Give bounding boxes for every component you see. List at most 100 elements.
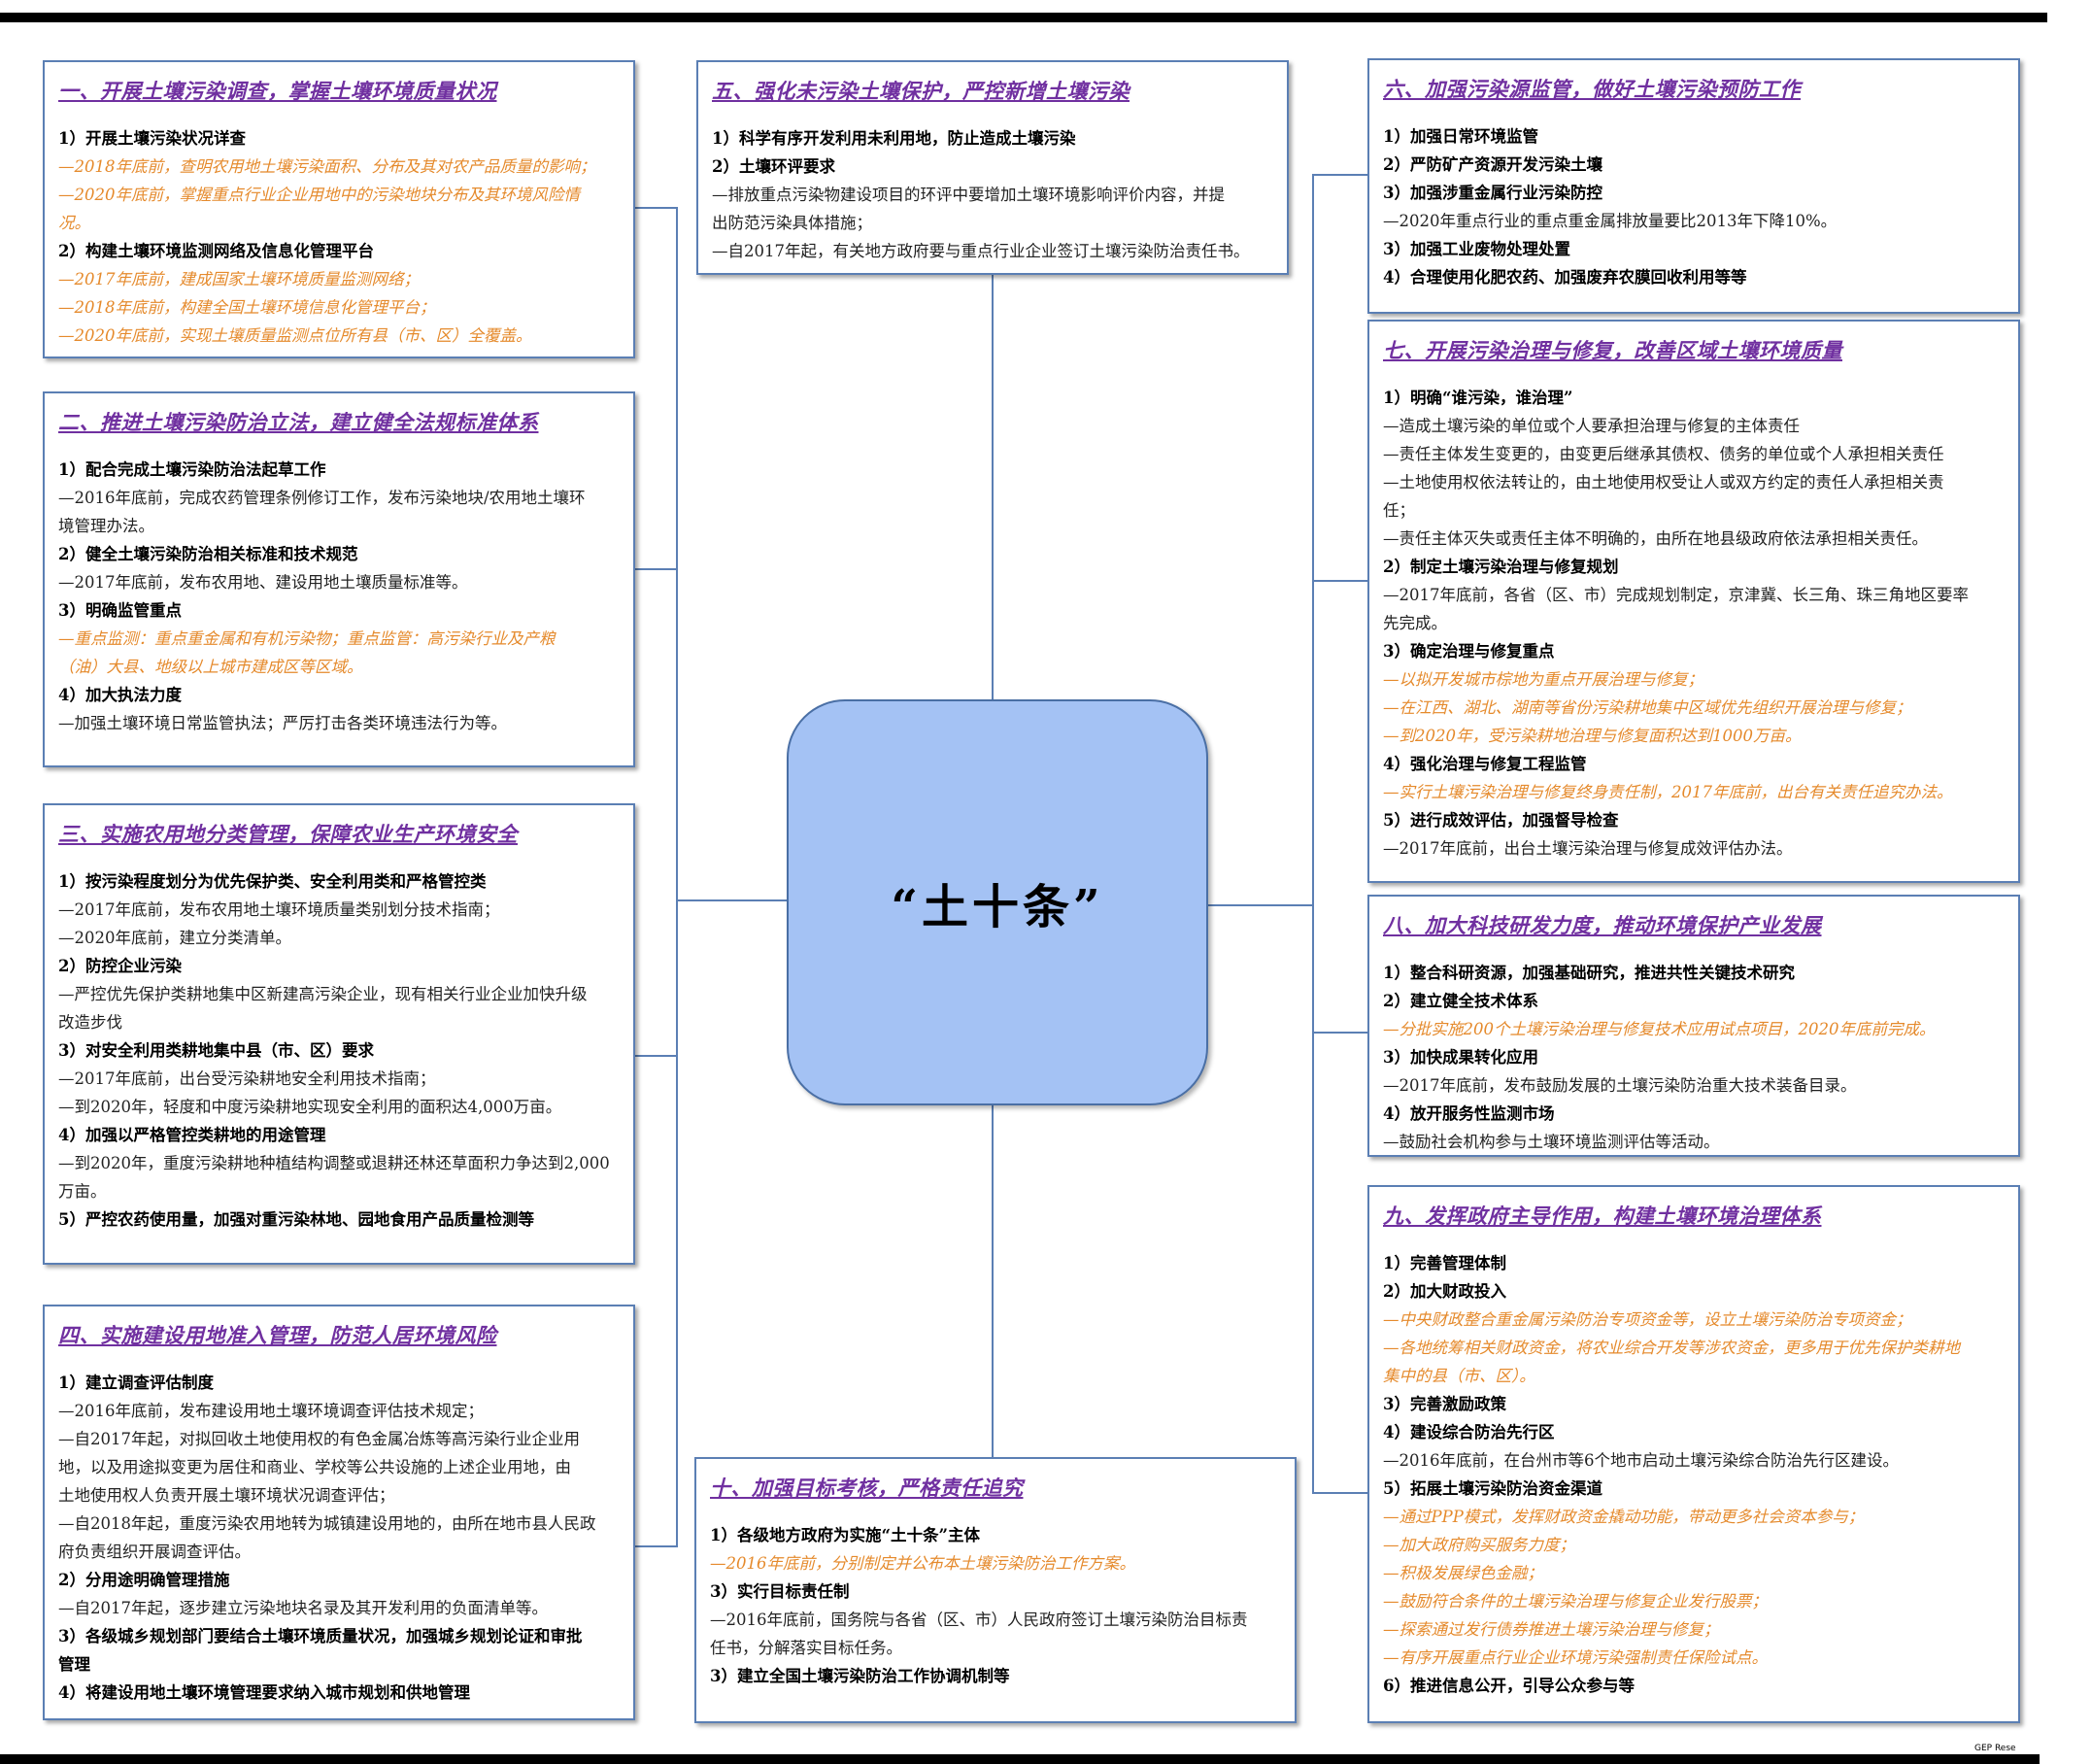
- item-detail: —排放重点污染物建设项目的环评中要增加土壤环境影响评价内容，并提: [712, 186, 1225, 204]
- item-detail: —2020年底前，建立分类清单。: [58, 929, 291, 947]
- item-detail: —2020年重点行业的重点重金属排放量要比2013年下降10%。: [1383, 212, 1838, 230]
- item-detail: —2018年底前，构建全国土壤环境信息化管理平台；: [58, 298, 436, 317]
- item-heading: 4）放开服务性监测市场: [1383, 1104, 1555, 1123]
- center-node: “土十条”: [787, 699, 1208, 1105]
- item-detail: —2018年底前，查明农用地土壤污染面积、分布及其对农产品质量的影响；: [58, 157, 596, 176]
- item-heading: 3）明确监管重点: [58, 601, 182, 620]
- item-detail: —严控优先保护类耕地集中区新建高污染企业，现有相关行业企业加快升级: [58, 985, 588, 1003]
- item-detail: 况。: [58, 214, 90, 232]
- item-detail: —2020年底前，掌握重点行业企业用地中的污染地块分布及其环境风险情: [58, 186, 580, 204]
- bottom-rule: [0, 1754, 2040, 1764]
- item-detail: —2020年底前，实现土壤质量监测点位所有县（市、区）全覆盖。: [58, 326, 532, 345]
- item-detail: —自2017年起，逐步建立污染地块名录及其开发利用的负面清单等。: [58, 1599, 548, 1617]
- item-heading: 4）加强以严格管控类耕地的用途管理: [58, 1126, 326, 1144]
- topic-title: 一、开展土壤污染调查，掌握土壤环境质量状况: [58, 79, 497, 103]
- item-heading: 1）完善管理体制: [1383, 1254, 1506, 1272]
- item-heading: 2）健全土壤污染防治相关标准和技术规范: [58, 545, 358, 563]
- item-detail: 府负责组织开展调查评估。: [58, 1543, 251, 1561]
- item-heading: 1）各级地方政府为实施“土十条”主体: [710, 1526, 980, 1544]
- item-detail: —有序开展重点行业企业环境污染强制责任保险试点。: [1383, 1648, 1768, 1667]
- item-detail: —土地使用权依法转让的，由土地使用权受让人或双方约定的责任人承担相关责: [1383, 473, 1944, 492]
- item-detail: —2016年底前，国务院与各省（区、市）人民政府签订土壤污染防治目标责: [710, 1611, 1248, 1629]
- item-detail: —自2018年起，重度污染农用地转为城镇建设用地的，由所在地市县人民政: [58, 1514, 596, 1533]
- item-detail: —鼓励社会机构参与土壤环境监测评估等活动。: [1383, 1133, 1720, 1151]
- item-detail: 境管理办法。: [58, 517, 154, 535]
- item-heading: 4）将建设用地土壤环境管理要求纳入城市规划和供地管理: [58, 1683, 470, 1702]
- item-detail: —中央财政整合重金属污染防治专项资金等，设立土壤污染防治专项资金；: [1383, 1310, 1912, 1329]
- item-heading: 管理: [58, 1655, 90, 1674]
- item-heading: 3）完善激励政策: [1383, 1395, 1506, 1413]
- topic-title: 六、加强污染源监管，做好土壤污染预防工作: [1383, 77, 1801, 101]
- item-detail: —重点监测：重点重金属和有机污染物；重点监管：高污染行业及产粮: [58, 629, 556, 648]
- item-detail: —2017年底前，发布鼓励发展的土壤污染防治重大技术装备目录。: [1383, 1076, 1857, 1095]
- item-heading: 3）加强涉重金属行业污染防控: [1383, 184, 1602, 202]
- item-heading: 4）加大执法力度: [58, 686, 182, 704]
- item-detail: —各地统筹相关财政资金，将农业综合开发等涉农资金，更多用于优先保护类耕地: [1383, 1339, 1960, 1357]
- item-heading: 3）各级城乡规划部门要结合土壤环境质量状况，加强城乡规划论证和审批: [58, 1627, 583, 1645]
- item-heading: 2）土壤环评要求: [712, 157, 835, 176]
- topic-box-8: 八、加大科技研发力度，推动环境保护产业发展 1）整合科研资源，加强基础研究，推进共…: [1367, 895, 2020, 1157]
- item-detail: —责任主体发生变更的，由变更后继承其债权、债务的单位或个人承担相关责任: [1383, 445, 1944, 463]
- item-heading: 1）科学有序开发利用未利用地，防止造成土壤污染: [712, 129, 1076, 148]
- watermark: GEP Rese: [1972, 1744, 2019, 1753]
- item-heading: 1）整合科研资源，加强基础研究，推进共性关键技术研究: [1383, 964, 1795, 982]
- item-detail: —自2017年起，对拟回收土地使用权的有色金属冶炼等高污染行业企业用: [58, 1430, 580, 1448]
- item-detail: —到2020年，重度污染耕地种植结构调整或退耕还林还草面积力争达到2,000: [58, 1154, 610, 1172]
- item-heading: 2）加大财政投入: [1383, 1282, 1506, 1301]
- item-heading: 1）明确“谁污染，谁治理”: [1383, 389, 1573, 407]
- topic-title: 八、加大科技研发力度，推动环境保护产业发展: [1383, 913, 1822, 937]
- item-heading: 3）对安全利用类耕地集中县（市、区）要求: [58, 1041, 374, 1060]
- item-detail: 任；: [1383, 501, 1415, 520]
- item-detail: —2016年底前，完成农药管理条例修订工作，发布污染地块/农用地土壤环: [58, 489, 586, 507]
- topic-box-9: 九、发挥政府主导作用，构建土壤环境治理体系 1）完善管理体制 2）加大财政投入 —中央…: [1367, 1185, 2020, 1723]
- item-heading: 2）防控企业污染: [58, 957, 182, 975]
- item-detail: —自2017年起，有关地方政府要与重点行业企业签订土壤污染防治责任书。: [712, 242, 1250, 260]
- item-heading: 4）合理使用化肥农药、加强废弃农膜回收利用等等: [1383, 268, 1747, 287]
- item-detail: —2017年底前，建成国家土壤环境质量监测网络；: [58, 270, 420, 288]
- item-heading: 4）强化治理与修复工程监管: [1383, 755, 1587, 773]
- topic-title: 四、实施建设用地准入管理，防范人居环境风险: [58, 1323, 497, 1347]
- item-detail: —到2020年，受污染耕地治理与修复面积达到1000万亩。: [1383, 727, 1802, 745]
- topic-box-7: 七、开展污染治理与修复，改善区域土壤环境质量 1）明确“谁污染，谁治理” —造成土壤…: [1367, 320, 2020, 883]
- item-heading: 2）分用途明确管理措施: [58, 1571, 230, 1589]
- item-heading: 2）构建土壤环境监测网络及信息化管理平台: [58, 242, 374, 260]
- topic-title: 九、发挥政府主导作用，构建土壤环境治理体系: [1383, 1204, 1822, 1228]
- item-detail: —通过PPP模式，发挥财政资金撬动功能，带动更多社会资本参与；: [1383, 1508, 1865, 1526]
- topic-title: 七、开展污染治理与修复，改善区域土壤环境质量: [1383, 338, 1842, 362]
- item-detail: （油）大县、地级以上城市建成区等区域。: [58, 658, 363, 676]
- topic-title: 十、加强目标考核，严格责任追究: [710, 1476, 1024, 1500]
- item-detail: —到2020年，轻度和中度污染耕地实现安全利用的面积达4,000万亩。: [58, 1098, 562, 1116]
- item-detail: —以拟开发城市棕地为重点开展治理与修复；: [1383, 670, 1703, 689]
- item-detail: —2016年底前，在台州市等6个地市启动土壤污染综合防治先行区建设。: [1383, 1451, 1899, 1470]
- topic-box-1: 一、开展土壤污染调查，掌握土壤环境质量状况 1）开展土壤污染状况详查 —2018年底…: [43, 60, 635, 358]
- item-heading: 4）建设综合防治先行区: [1383, 1423, 1555, 1442]
- center-title: “土十条”: [891, 880, 1104, 934]
- item-detail: 地，以及用途拟变更为居住和商业、学校等公共设施的上述企业用地，由: [58, 1458, 571, 1476]
- item-detail: —实行土壤污染治理与修复终身责任制，2017年底前，出台有关责任追究办法。: [1383, 783, 1953, 801]
- item-detail: 集中的县（市、区）。: [1383, 1367, 1535, 1385]
- item-detail: —分批实施200个土壤污染治理与修复技术应用试点项目，2020年底前完成。: [1383, 1020, 1936, 1038]
- item-detail: —2017年底前，出台土壤污染治理与修复成效评估办法。: [1383, 839, 1793, 858]
- item-heading: 1）开展土壤污染状况详查: [58, 129, 246, 148]
- item-heading: 5）进行成效评估，加强督导检查: [1383, 811, 1619, 830]
- item-detail: 土地使用权人负责开展土壤环境状况调查评估；: [58, 1486, 395, 1505]
- topic-title: 五、强化未污染土壤保护，严控新增土壤污染: [712, 79, 1130, 103]
- topic-box-5: 五、强化未污染土壤保护，严控新增土壤污染 1）科学有序开发利用未利用地，防止造成土…: [696, 60, 1289, 275]
- item-heading: 2）建立健全技术体系: [1383, 992, 1538, 1010]
- topic-title: 三、实施农用地分类管理，保障农业生产环境安全: [58, 822, 518, 846]
- top-rule: [0, 13, 2047, 22]
- item-detail: —造成土壤污染的单位或个人要承担治理与修复的主体责任: [1383, 417, 1800, 435]
- item-heading: 1）加强日常环境监管: [1383, 127, 1538, 146]
- item-detail: —2017年底前，出台受污染耕地安全利用技术指南；: [58, 1069, 436, 1088]
- item-heading: 2）制定土壤污染治理与修复规划: [1383, 558, 1619, 576]
- item-heading: 5）拓展土壤污染防治资金渠道: [1383, 1479, 1602, 1498]
- item-detail: —积极发展绿色金融；: [1383, 1564, 1543, 1582]
- item-detail: —鼓励符合条件的土壤污染治理与修复企业发行股票；: [1383, 1592, 1768, 1611]
- item-heading: 1）建立调查评估制度: [58, 1374, 214, 1392]
- item-detail: 改造步伐: [58, 1013, 122, 1032]
- item-heading: 3）加快成果转化应用: [1383, 1048, 1538, 1067]
